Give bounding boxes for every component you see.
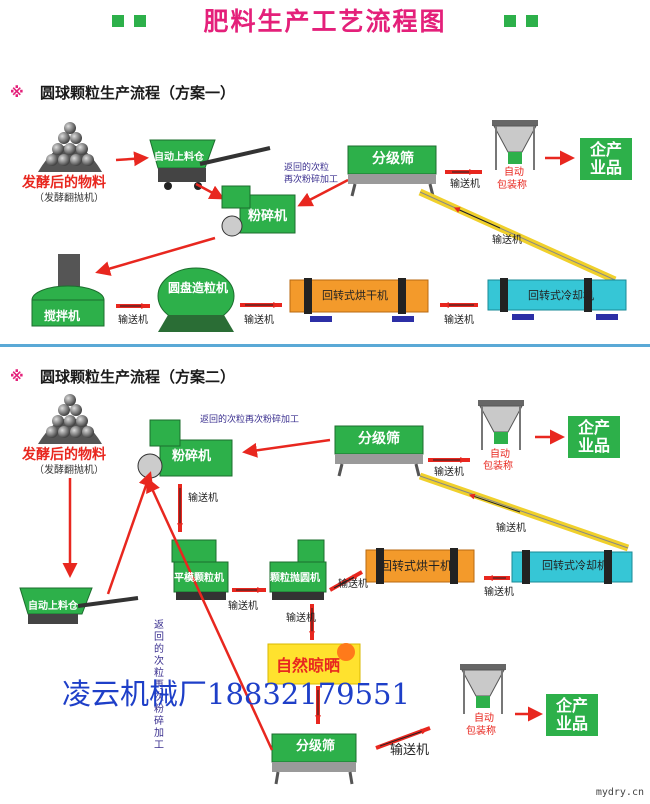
section-heading-2: 圆球颗粒生产流程（方案二） [40,368,236,386]
title-square-left [112,15,124,27]
conveyor-3 [375,726,431,750]
conveyor-label: 输送机 [450,179,480,190]
screen-2 [334,425,424,477]
screen-label: 分级筛 [358,431,400,447]
packer-label: 自动 [490,449,510,460]
packer-2 [478,400,524,450]
inclined-conveyor-1 [418,188,617,284]
material-sublabel: （发酵翻抛机） [34,465,104,476]
title-square-right [504,15,516,27]
feeder-1 [149,139,271,190]
site-label: mydry.cn [595,787,644,798]
crusher-2 [137,419,233,479]
return-note: 再次粉碎加工 [284,175,339,185]
product-box: 企产业品 [580,138,632,180]
section-divider [0,344,650,347]
conveyor-label: 输送机 [444,315,474,326]
section-mark: ※ [10,85,24,101]
screen-label: 分级筛 [372,151,414,167]
product-box: 企产业品 [568,416,620,458]
feeder-2 [19,587,139,624]
cooler-label: 回转式冷却机 [528,289,594,302]
material-pile-2 [38,394,102,444]
material-sublabel: （发酵翻抛机） [34,193,104,204]
crusher-1 [221,185,296,237]
material-pile-1 [38,122,102,172]
conveyor-label: 输送机 [286,613,316,624]
material-label: 发酵后的物料 [22,175,106,191]
feeder-label: 自动上料仓 [28,601,78,612]
packer-3 [460,664,506,714]
cooler-2 [511,550,633,584]
packer-label: 包装称 [466,726,496,737]
packer-1 [492,120,538,170]
material-label: 发酵后的物料 [22,447,106,463]
dryer-label: 回转式烘干机 [380,559,453,573]
conveyor-label: 输送机 [484,587,514,598]
screen-label: 分级筛 [296,739,336,754]
product-box: 企产业品 [546,694,598,736]
rounder-label: 颗粒抛圆机 [270,573,320,584]
feeder-label: 自动上料仓 [154,152,204,163]
watermark-text: 凌云机械厂18832179551 [62,677,410,711]
crusher-label: 粉碎机 [248,209,288,224]
conveyors-2-mid [232,570,510,724]
conveyor-label: 输送机 [338,579,368,590]
packer-label: 包装称 [497,180,527,191]
return-note: 返回的次粒再次粉碎加工 [200,415,300,425]
return-side-note: 返回的次粒再次粉碎加工 [154,620,164,751]
conveyor-label: 输送机 [390,743,430,758]
conveyor-label: 输送机 [434,467,464,478]
return-note: 返回的次粒 [284,163,330,173]
conveyor-label: 输送机 [492,235,522,246]
ball-rounder [269,539,327,600]
inclined-conveyor-2 [418,472,630,552]
conveyor-label: 输送机 [118,315,148,326]
cooler-label: 回转式冷却机 [542,559,608,572]
packer-label: 自动 [504,167,524,178]
cooler-1 [487,278,627,320]
conveyor-label: 输送机 [244,315,274,326]
sun-dry-label: 自然晾晒 [276,656,341,675]
mixer-1 [31,254,105,327]
flat-die-label: 平模颗粒机 [174,573,224,584]
page-title: 肥料生产工艺流程图 [203,7,447,36]
packer-label: 自动 [474,713,494,724]
granulator-1 [157,267,235,332]
conveyor-label: 输送机 [228,601,258,612]
dryer-2 [365,548,475,584]
conveyor-label: 输送机 [496,523,526,534]
sun-dry-box [267,643,361,685]
dryer-1 [289,278,429,322]
title-square-right [526,15,538,27]
crusher-label: 粉碎机 [172,449,212,464]
section-heading-1: 圆球颗粒生产流程（方案一） [40,84,236,102]
conveyor-label: 输送机 [188,493,218,504]
section-mark: ※ [10,369,24,385]
granulator-label: 圆盘造粒机 [168,281,229,295]
mixer-label: 搅拌机 [44,309,81,323]
screen-3 [271,733,357,785]
conveyors-1-bottom [116,302,478,309]
dryer-label: 回转式烘干机 [322,289,388,302]
packer-label: 包装称 [483,461,513,472]
title-square-left [134,15,146,27]
